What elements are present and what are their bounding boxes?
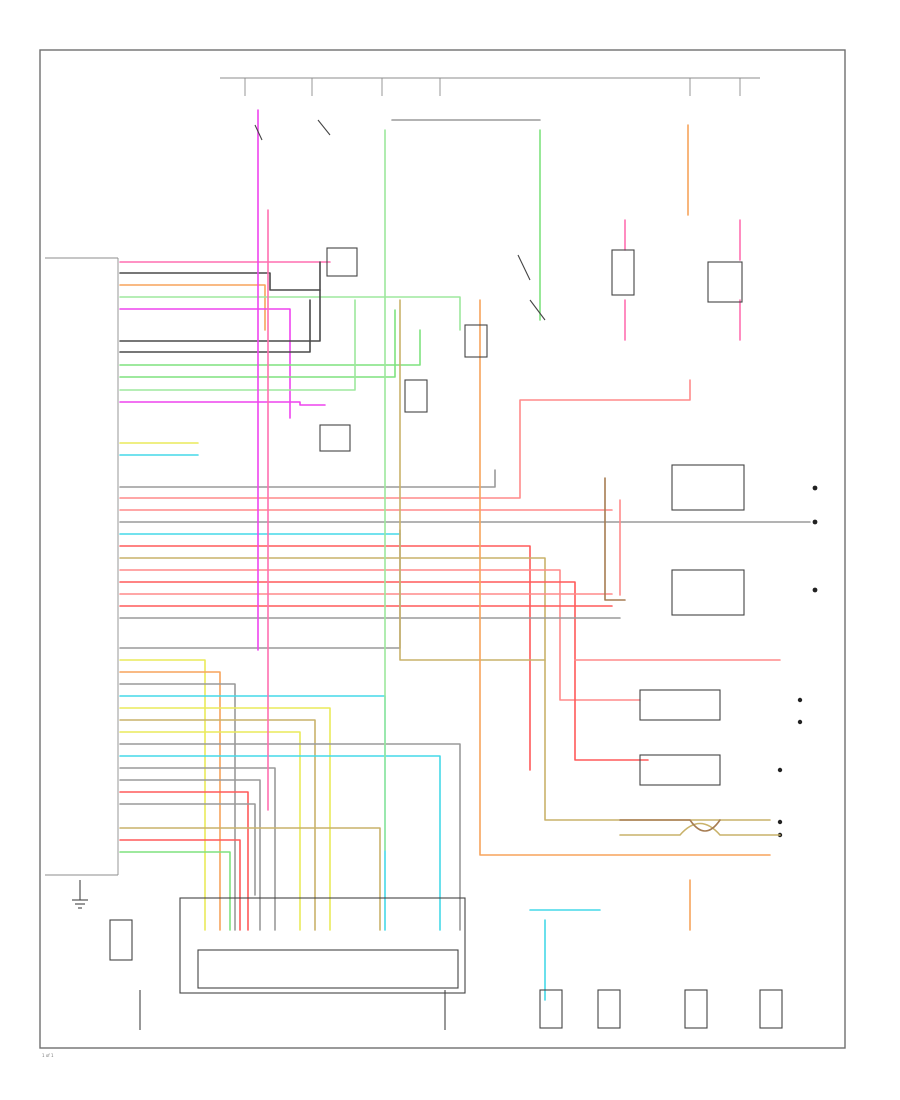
ground-symbols	[72, 880, 446, 1030]
vertical-wires	[257, 109, 781, 1001]
wire	[119, 296, 461, 331]
terminal-dots	[777, 485, 818, 838]
wire	[119, 545, 531, 771]
wire	[604, 477, 626, 601]
wire	[119, 671, 221, 931]
switch-box	[759, 989, 783, 1029]
wire	[119, 289, 321, 342]
crossover-wires	[619, 819, 781, 836]
lamp-box	[671, 569, 745, 616]
wire	[399, 299, 546, 661]
relay-box	[611, 249, 635, 296]
wire	[119, 569, 641, 701]
wire	[119, 851, 231, 931]
wire	[119, 779, 261, 931]
relay-box	[404, 379, 428, 413]
switch-box	[597, 989, 621, 1029]
wire	[619, 822, 781, 836]
components	[109, 119, 783, 1029]
lamp-box	[671, 464, 745, 511]
wire	[119, 767, 276, 931]
wire	[119, 755, 441, 931]
control-module-inner	[197, 949, 459, 989]
wire	[119, 731, 301, 931]
switch-box	[684, 989, 708, 1029]
wire	[119, 719, 316, 931]
wire	[119, 261, 321, 291]
wire	[119, 743, 461, 931]
diagram-border	[39, 49, 846, 1049]
wire	[119, 659, 206, 931]
wire	[119, 827, 381, 931]
wire	[119, 401, 326, 406]
wire	[119, 299, 311, 353]
wire	[119, 695, 386, 931]
switch-box	[539, 989, 563, 1029]
wire	[119, 791, 249, 931]
wire	[119, 683, 236, 931]
top-fuse-header	[220, 77, 760, 96]
wire	[119, 329, 421, 366]
relay-box	[464, 324, 488, 358]
wire	[119, 839, 241, 931]
module-box	[319, 424, 351, 452]
control-module	[179, 897, 466, 994]
wire	[619, 819, 721, 832]
switch-box	[639, 689, 721, 721]
switch-box	[109, 919, 133, 961]
wire	[119, 581, 649, 761]
wire	[119, 308, 291, 419]
wire	[119, 803, 256, 896]
wire	[119, 299, 356, 391]
switch-box	[639, 754, 721, 786]
wire	[479, 299, 771, 856]
page-number: 1 of 1	[42, 1053, 54, 1058]
relay-box	[326, 247, 358, 277]
relay-box	[707, 261, 743, 303]
wire	[119, 309, 396, 378]
wire	[119, 707, 331, 931]
wire	[119, 379, 691, 499]
wire	[119, 529, 401, 649]
left-connector-block	[45, 257, 119, 876]
wire	[119, 284, 266, 331]
connector-wires	[119, 261, 811, 931]
wire	[119, 469, 496, 488]
